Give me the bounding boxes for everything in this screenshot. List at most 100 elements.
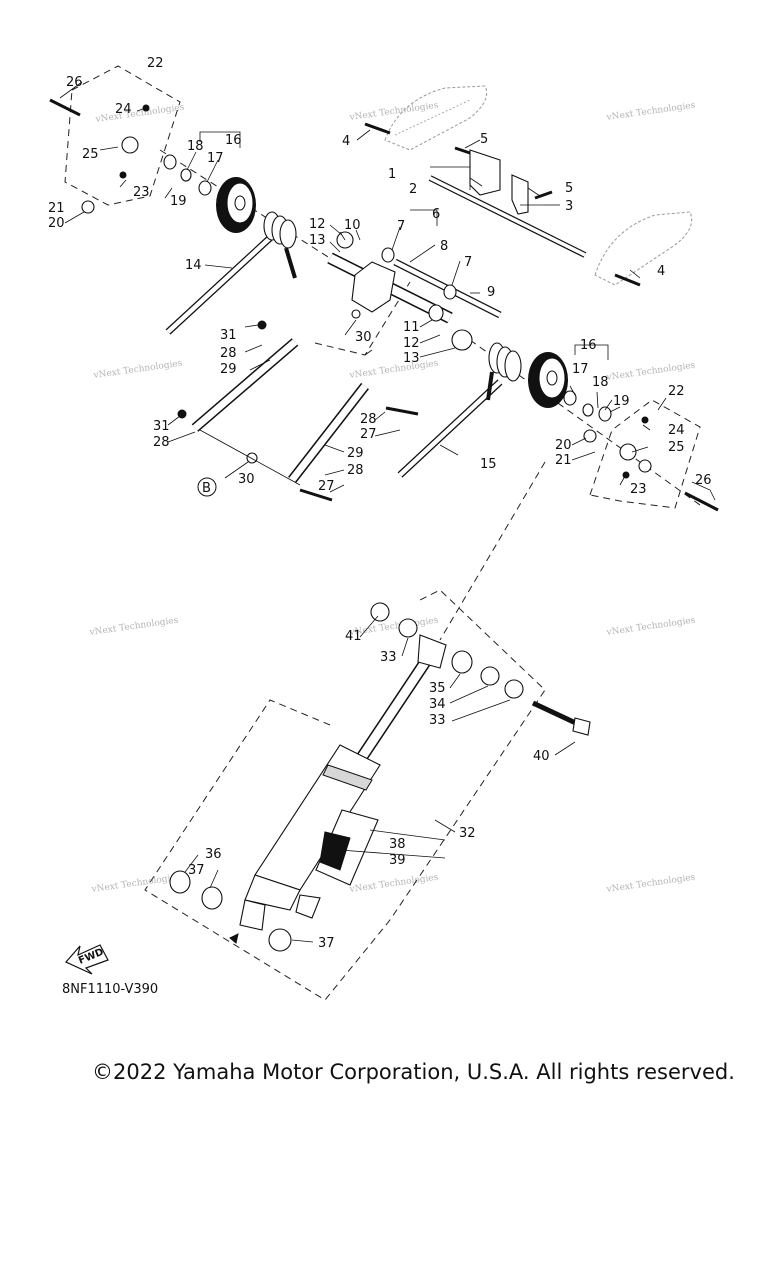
callout: 23 bbox=[133, 185, 150, 200]
watermark: vNext Technologies bbox=[348, 359, 439, 382]
callout: 29 bbox=[347, 446, 364, 461]
watermark: vNext Technologies bbox=[605, 361, 696, 384]
callout: 19 bbox=[170, 194, 187, 209]
watermark: vNext Technologies bbox=[348, 101, 439, 124]
callout: 23 bbox=[630, 482, 647, 497]
watermark: vNext Technologies bbox=[605, 873, 696, 896]
watermark: vNext Technologies bbox=[348, 873, 439, 896]
callout: 41 bbox=[345, 629, 362, 644]
callout: 4 bbox=[657, 264, 665, 279]
callout: 31 bbox=[220, 328, 237, 343]
bracket-1 bbox=[469, 149, 501, 196]
drawing-code: 8NF1110-V390 bbox=[62, 982, 158, 997]
callout: 21 bbox=[48, 201, 65, 216]
idler-wheel-left bbox=[216, 177, 256, 233]
torsion-spring-left bbox=[165, 211, 297, 335]
assembly-axis bbox=[439, 461, 546, 641]
watermark: vNext Technologies bbox=[605, 101, 696, 124]
callout: 18 bbox=[592, 375, 609, 390]
callout: 34 bbox=[429, 697, 446, 712]
callout: 2 bbox=[409, 182, 417, 197]
callout: 24 bbox=[115, 102, 132, 117]
callout: 17 bbox=[572, 362, 589, 377]
rocker-arm bbox=[351, 261, 396, 313]
callout: 21 bbox=[555, 453, 572, 468]
callout-labels: 1 2 3 4 4 5 5 6 7 7 8 9 10 11 12 12 13 1… bbox=[48, 56, 712, 951]
callout: 17 bbox=[207, 151, 224, 166]
callout: 28 bbox=[153, 435, 170, 450]
callout: 3 bbox=[565, 199, 573, 214]
group-box-22-right bbox=[589, 399, 701, 509]
shock-hardware bbox=[169, 602, 591, 952]
callout: 7 bbox=[464, 255, 472, 270]
callout: 16 bbox=[225, 133, 242, 148]
torsion-spring-right bbox=[397, 342, 522, 478]
view-marker-label: B bbox=[202, 481, 211, 496]
callout: 15 bbox=[480, 457, 497, 472]
callout: 22 bbox=[668, 384, 685, 399]
callout: 13 bbox=[403, 351, 420, 366]
callout: 6 bbox=[432, 207, 440, 222]
callout: 27 bbox=[360, 427, 377, 442]
bracket-1b bbox=[511, 174, 529, 215]
callout: 22 bbox=[147, 56, 164, 71]
callout: 11 bbox=[403, 320, 420, 335]
callout: 19 bbox=[613, 394, 630, 409]
callout: 28 bbox=[220, 346, 237, 361]
callout: 32 bbox=[459, 826, 476, 841]
callout: 12 bbox=[309, 217, 326, 232]
callout: 20 bbox=[48, 216, 65, 231]
idler-wheel-right bbox=[528, 352, 568, 408]
link-rod-30 bbox=[199, 429, 301, 486]
watermark: vNext Technologies bbox=[88, 616, 179, 639]
small-parts bbox=[81, 104, 652, 479]
watermark: vNext Technologies bbox=[90, 873, 181, 896]
callout: 30 bbox=[355, 330, 372, 345]
callout: 31 bbox=[153, 419, 170, 434]
copyright-notice: ©2022 Yamaha Motor Corporation, U.S.A. A… bbox=[92, 1060, 735, 1084]
leader-lines bbox=[59, 81, 716, 943]
callout: 28 bbox=[347, 463, 364, 478]
callout: 16 bbox=[580, 338, 597, 353]
callout: 28 bbox=[360, 412, 377, 427]
callout: 24 bbox=[668, 423, 685, 438]
callout: 26 bbox=[66, 75, 83, 90]
callout: 29 bbox=[220, 362, 237, 377]
callout: 30 bbox=[238, 472, 255, 487]
callout: 5 bbox=[480, 132, 488, 147]
group-box-32 bbox=[144, 589, 546, 1001]
callout: 5 bbox=[565, 181, 573, 196]
callout: 33 bbox=[429, 713, 446, 728]
callout: 37 bbox=[318, 936, 335, 951]
link-arm-right bbox=[288, 382, 369, 484]
group-box-22-left bbox=[64, 65, 181, 206]
callout: 39 bbox=[389, 853, 406, 868]
callout: 36 bbox=[205, 847, 222, 862]
bolts bbox=[49, 98, 719, 512]
callout: 37 bbox=[188, 863, 205, 878]
fwd-arrow: FWD bbox=[65, 944, 109, 975]
callout: 14 bbox=[185, 258, 202, 273]
view-marker-b: B bbox=[197, 477, 217, 497]
callout: 27 bbox=[318, 479, 335, 494]
callout: 8 bbox=[440, 239, 448, 254]
callout: 25 bbox=[668, 440, 685, 455]
callout: 12 bbox=[403, 336, 420, 351]
callout: 10 bbox=[344, 218, 361, 233]
exploded-parts-diagram: vNext Technologies vNext Technologies vN… bbox=[48, 56, 719, 1001]
callout: 9 bbox=[487, 285, 495, 300]
watermark: vNext Technologies bbox=[94, 103, 185, 126]
callout: 26 bbox=[695, 473, 712, 488]
callout: 25 bbox=[82, 147, 99, 162]
callout: 18 bbox=[187, 139, 204, 154]
callout: 20 bbox=[555, 438, 572, 453]
callout: 7 bbox=[397, 219, 405, 234]
watermark: vNext Technologies bbox=[92, 359, 183, 382]
callout: 40 bbox=[533, 749, 550, 764]
callout: 1 bbox=[388, 167, 396, 182]
pivot-shaft-3 bbox=[428, 175, 587, 258]
callout: 33 bbox=[380, 650, 397, 665]
watermark: vNext Technologies bbox=[605, 616, 696, 639]
callout: 4 bbox=[342, 134, 350, 149]
callout: 35 bbox=[429, 681, 446, 696]
